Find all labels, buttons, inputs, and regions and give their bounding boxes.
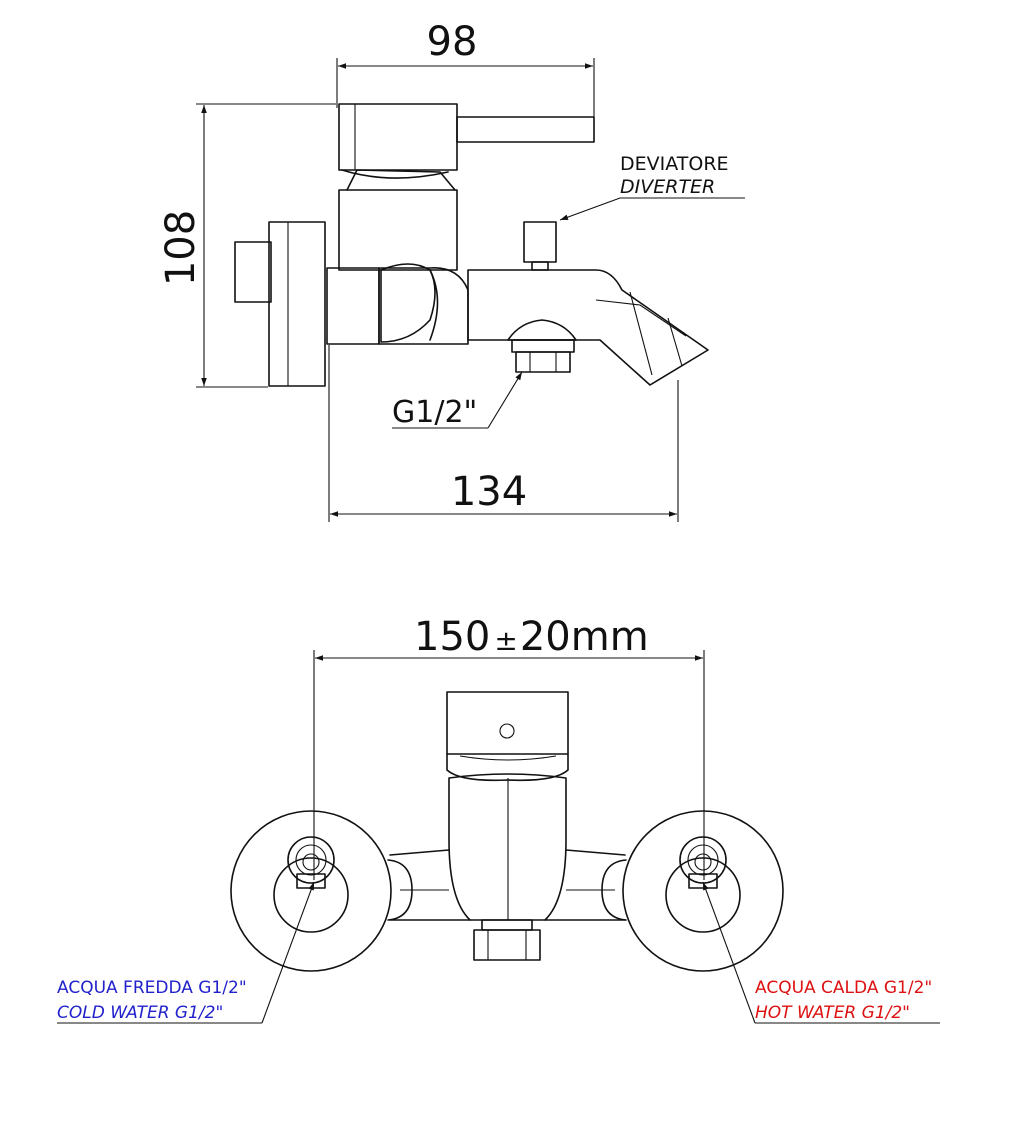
- side-wall-flange: [234, 221, 326, 387]
- dim-98-label: 98: [427, 19, 478, 65]
- cold-label-en: COLD WATER G1/2": [57, 1003, 223, 1023]
- front-mixer-body: [387, 773, 627, 961]
- side-outlet-nut: [507, 319, 577, 373]
- side-spout: [467, 269, 709, 386]
- side-view: 98 108 134: [158, 19, 745, 522]
- diverter-label-en: DIVERTER: [620, 176, 715, 198]
- hot-water-callout: ACQUA CALDA G1/2" HOT WATER G1/2": [702, 881, 940, 1024]
- side-diverter-knob: [523, 221, 557, 271]
- cold-water-flange: [230, 810, 392, 972]
- outlet-thread-label: G1/2": [392, 395, 477, 430]
- front-lever-handle: [446, 691, 569, 782]
- dim-134-label: 134: [451, 469, 527, 515]
- dimension-108: 108: [158, 103, 336, 388]
- dimension-134: 134: [328, 345, 679, 522]
- hot-label-it: ACQUA CALDA G1/2": [755, 978, 932, 998]
- hot-water-flange: [622, 810, 784, 972]
- diverter-callout: DEVIATORE DIVERTER: [559, 153, 745, 221]
- dim-150-tolerance-sign: ±: [494, 624, 517, 657]
- diverter-label-it: DEVIATORE: [620, 153, 729, 175]
- dimension-98: 98: [336, 19, 595, 118]
- side-lever-handle: [338, 103, 595, 171]
- dim-150-value: 150: [414, 614, 490, 660]
- hot-label-en: HOT WATER G1/2": [755, 1003, 910, 1023]
- dim-150-label: 150±20mm: [414, 614, 649, 660]
- dim-150-tolerance: 20mm: [520, 614, 649, 660]
- side-mixer-body: [326, 169, 469, 345]
- front-view: 150±20mm: [57, 614, 940, 1024]
- outlet-thread-callout: G1/2": [392, 371, 523, 430]
- dimension-150: 150±20mm: [313, 614, 705, 880]
- cold-label-it: ACQUA FREDDA G1/2": [57, 978, 247, 998]
- cold-water-callout: ACQUA FREDDA G1/2" COLD WATER G1/2": [57, 881, 315, 1024]
- dim-108-label: 108: [158, 210, 204, 286]
